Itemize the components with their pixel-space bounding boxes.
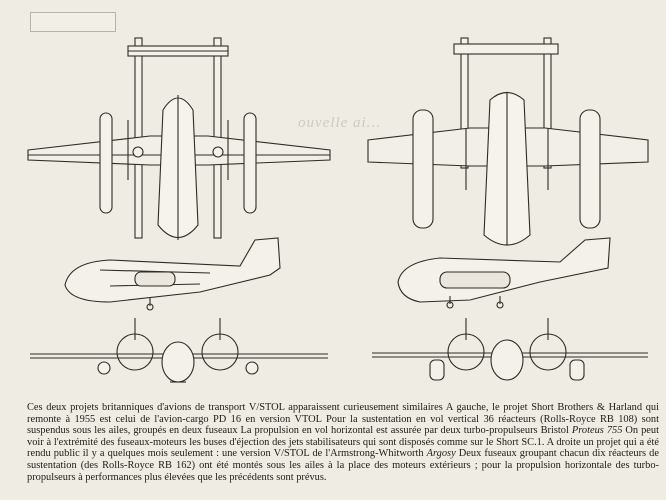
short-pd16-front-view [30,318,328,383]
page-tag [30,12,116,32]
caption-part-2: On peut voir à l'extrémité des fuseaux-m… [27,425,660,460]
short-pd16-top-view [27,37,331,240]
argosy-vstol-side-view [397,237,611,309]
caption-proteus: Proteus 755 [571,425,623,437]
caption-part-1: Ces deux projets britanniques d'avions d… [27,402,659,437]
caption-part-3: Deux fuseaux groupant chacun dix réacteu… [27,448,659,483]
argosy-vstol-top-view [367,37,649,246]
short-pd16-side-view [64,237,281,311]
caption-argosy: Argosy [426,448,456,460]
argosy-vstol-front-view [372,318,648,381]
figure-caption: Ces deux projets britanniques d'avions d… [27,402,659,483]
aircraft-drawings [27,37,649,383]
bleed-through-text: ouvelle ai… [298,115,382,131]
